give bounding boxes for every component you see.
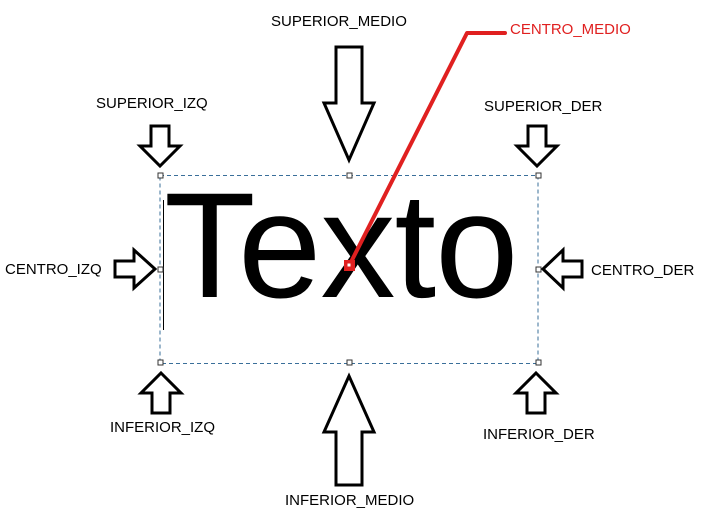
arrow-right-icon <box>113 246 158 292</box>
label-centro-der: CENTRO_DER <box>591 262 695 279</box>
label-inferior-der: INFERIOR_DER <box>483 426 595 443</box>
handle-centro-izq[interactable] <box>157 266 164 273</box>
handle-superior-medio[interactable] <box>346 172 353 179</box>
handle-centro-der[interactable] <box>535 266 542 273</box>
arrow-up-icon <box>321 372 377 487</box>
arrow-down-icon <box>513 124 561 169</box>
arrow-up-icon <box>137 370 185 415</box>
arrow-down-icon <box>136 124 184 169</box>
arrow-down-icon <box>321 45 377 164</box>
label-superior-medio: SUPERIOR_MEDIO <box>271 13 407 30</box>
label-superior-der: SUPERIOR_DER <box>484 98 603 115</box>
handle-inferior-izq[interactable] <box>157 359 164 366</box>
handle-superior-izq[interactable] <box>157 172 164 179</box>
anchor-handles <box>157 172 542 366</box>
label-centro-medio: CENTRO_MEDIO <box>510 21 631 38</box>
centro-medio-leader-line <box>347 31 507 268</box>
label-inferior-izq: INFERIOR_IZQ <box>110 419 216 436</box>
label-inferior-medio: INFERIOR_MEDIO <box>285 492 415 509</box>
label-superior-izq: SUPERIOR_IZQ <box>96 95 208 112</box>
arrow-left-icon <box>540 246 584 292</box>
sample-text: Texto <box>164 161 519 329</box>
arrow-up-icon <box>512 370 560 415</box>
handle-centro-medio-inner <box>347 263 351 267</box>
handle-inferior-medio[interactable] <box>346 359 353 366</box>
handle-superior-der[interactable] <box>535 172 542 179</box>
label-centro-izq: CENTRO_IZQ <box>5 261 102 278</box>
handle-inferior-der[interactable] <box>535 359 542 366</box>
